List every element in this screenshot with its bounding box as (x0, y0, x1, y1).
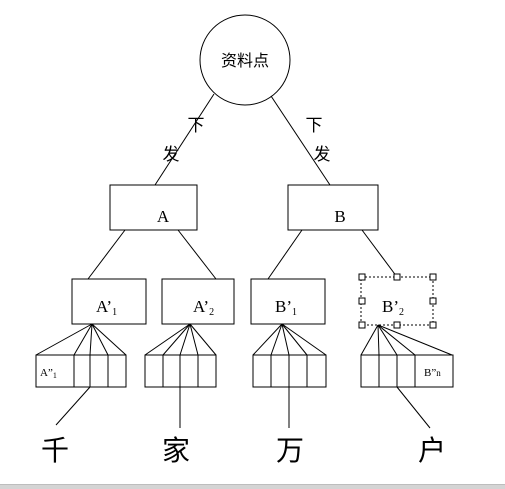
fan-a2 (144, 323, 217, 356)
fan-b2 (360, 324, 453, 356)
edge-right-label-1: 下 (306, 116, 323, 136)
edge-right-label-2: 发 (314, 145, 331, 165)
root-label: 资料点 (221, 51, 269, 70)
edge-b-to-b1 (267, 229, 303, 280)
node-a1-label: A’1 (96, 297, 117, 318)
node-a2 (161, 278, 235, 325)
cell-b2-last-label: B”n (424, 367, 441, 379)
node-b-label: B (334, 207, 345, 226)
cells-a2 (144, 354, 217, 388)
node-a (109, 184, 198, 231)
edge-root-to-b (270, 95, 331, 186)
bottom-char-jia: 家 (162, 434, 190, 467)
node-b1-label: B’1 (275, 297, 297, 318)
bottom-scroll-edge (0, 484, 505, 489)
node-b1 (250, 278, 326, 325)
edge-root-to-a (154, 93, 215, 186)
node-a2-label: A’2 (193, 297, 214, 318)
edge-b-to-b2 (361, 229, 398, 278)
leg-qian (55, 386, 91, 426)
leg-hu (396, 386, 431, 429)
fan-b1 (252, 323, 327, 356)
bottom-char-hu: 户 (418, 434, 446, 467)
node-b2-label: B’2 (382, 297, 404, 318)
bottom-char-wan: 万 (276, 434, 304, 467)
edge-left-label-2: 发 (163, 145, 180, 165)
edge-a-to-a2 (177, 229, 217, 280)
edge-a-to-a1 (87, 229, 126, 280)
node-a1 (71, 278, 147, 325)
root-node (199, 14, 291, 106)
fan-a1 (35, 323, 127, 356)
cell-a1-first-label: A”1 (40, 367, 57, 380)
node-b (287, 184, 379, 231)
selection-handles[interactable] (358, 273, 437, 329)
node-a-label: A (157, 207, 170, 226)
edge-left-label-1: 下 (188, 116, 205, 136)
bottom-char-qian: 千 (41, 434, 69, 467)
cells-b2 (360, 354, 454, 388)
cells-b1 (252, 354, 327, 388)
cells-a1 (35, 354, 127, 388)
